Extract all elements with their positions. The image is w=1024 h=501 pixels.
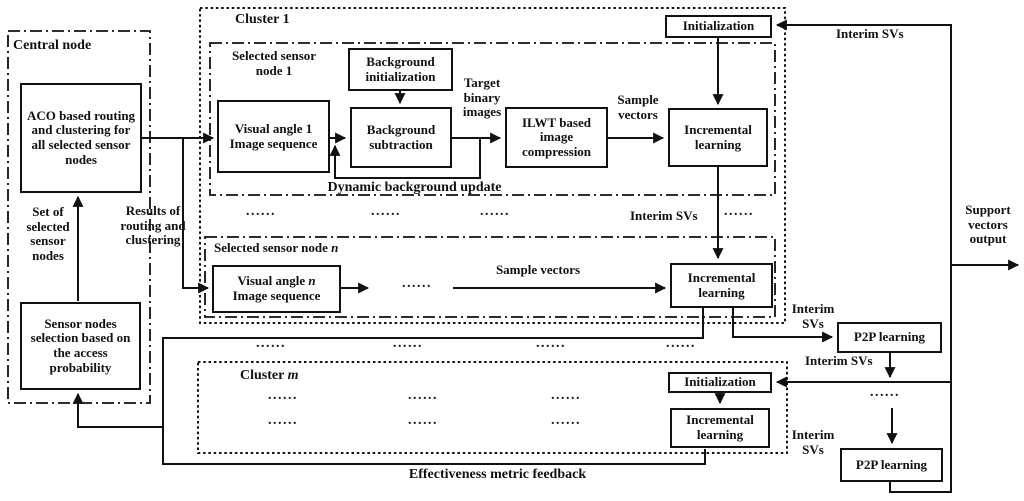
arrow-feedback-to-selection (72, 392, 163, 428)
dots-clusterm-r1c2: ...... (408, 388, 438, 403)
aco-routing-box: ACO based routing and clustering for all… (20, 83, 142, 193)
dots-clusterm-r2c3: ...... (551, 413, 581, 428)
dynamic-background-update-label: Dynamic background update (327, 180, 502, 195)
sensor-selection-box: Sensor nodes selection based on the acce… (20, 302, 141, 390)
set-of-selected-label: Set of selected sensor nodes (26, 204, 70, 263)
visual-angle-n-prefix: Visual angle (237, 273, 309, 289)
central-node-title: Central node (13, 38, 92, 53)
dots-cluster1-mid-1: ...... (246, 204, 276, 219)
incremental-learning-n-box: Incremental learning (670, 263, 773, 308)
interim-svs-p2p2-label: Interim SVs (791, 427, 835, 457)
dots-between-clusters-3: ...... (536, 336, 566, 351)
central-node-container-border (7, 30, 151, 404)
clusterm-title-prefix: Cluster (240, 368, 288, 383)
visual-angle-n-line1: Visual angle n (237, 274, 315, 289)
interim-svs-top-label: Interim SVs (836, 26, 904, 41)
p2p-learning-2-box: P2P learning (840, 448, 943, 482)
dots-clusterm-r2c1: ...... (268, 413, 298, 428)
arrow-aco-to-visual-angle-n (182, 138, 210, 294)
background-initialization-box: Background initialization (348, 48, 453, 91)
dots-between-clusters-2: ...... (393, 336, 423, 351)
dots-clusterm-r1c1: ...... (268, 388, 298, 403)
dots-clusterm-r2c2: ...... (408, 413, 438, 428)
sensor-noden-title-var: n (331, 240, 339, 255)
results-routing-label: Results of routing and clustering (120, 203, 186, 248)
dots-cluster1-mid-3: ...... (480, 204, 510, 219)
dots-clusterm-r1c3: ...... (551, 388, 581, 403)
incremental-learning-m-box: Incremental learning (670, 408, 770, 448)
interim-svs-p2p1-label: Interim SVs (791, 301, 835, 331)
interim-svs-mid-label: Interim SVs (630, 208, 698, 223)
dots-above-p2p2: ...... (870, 385, 900, 400)
effectiveness-feedback-label: Effectiveness metric feedback (408, 467, 587, 482)
line-p2p2-to-init1-interim-svs (775, 19, 952, 493)
visual-angle-n-line2: Image sequence (232, 288, 321, 303)
background-subtraction-box: Background subtraction (350, 107, 452, 168)
support-vectors-output-label: Support vectors output (965, 202, 1011, 247)
dots-cluster1-mid-2: ...... (371, 204, 401, 219)
sensor-noden-title: Selected sensor node n (214, 240, 384, 256)
cluster1-container-border (199, 7, 786, 324)
incremental-learning-1-box: Incremental learning (668, 108, 768, 167)
sensor-noden-container-border (204, 236, 776, 318)
clusterm-title: Cluster m (240, 368, 298, 384)
sensor-noden-title-prefix: Selected sensor node (214, 240, 332, 255)
line-effectiveness-feedback-loop (162, 308, 706, 465)
initialization-2-box: Initialization (668, 372, 772, 393)
clusterm-container-border (197, 361, 788, 454)
sample-vectors-n-label: Sample vectors (495, 262, 581, 277)
sensor-node1-title: Selected sensor node 1 (231, 48, 317, 78)
target-binary-images-label: Target binary images (462, 75, 502, 120)
dots-cluster1-mid-4: ...... (724, 204, 754, 219)
visual-angle-1-box: Visual angle 1 Image sequence (217, 100, 330, 173)
visual-angle-n-box: Visual angle n Image sequence (212, 265, 341, 313)
dots-visual-angle-n-path: ...... (402, 276, 432, 291)
p2p-learning-1-box: P2P learning (837, 322, 942, 353)
interim-svs-below-p2p1-label: Interim SVs (805, 353, 873, 368)
sensor-node1-container-border (209, 42, 776, 196)
dots-between-clusters-4: ...... (666, 336, 696, 351)
clusterm-title-var: m (287, 368, 299, 383)
initialization-1-box: Initialization (665, 15, 772, 38)
arrow-incremental-n-to-p2p1 (732, 308, 834, 343)
arrow-dynamic-background-loop (329, 138, 481, 179)
visual-angle-n-var: n (308, 273, 316, 289)
ilwt-compression-box: ILWT based image compression (505, 107, 608, 168)
dots-between-clusters-1: ...... (256, 336, 286, 351)
cluster1-title: Cluster 1 (235, 12, 290, 27)
sample-vectors-1-label: Sample vectors (617, 92, 659, 122)
